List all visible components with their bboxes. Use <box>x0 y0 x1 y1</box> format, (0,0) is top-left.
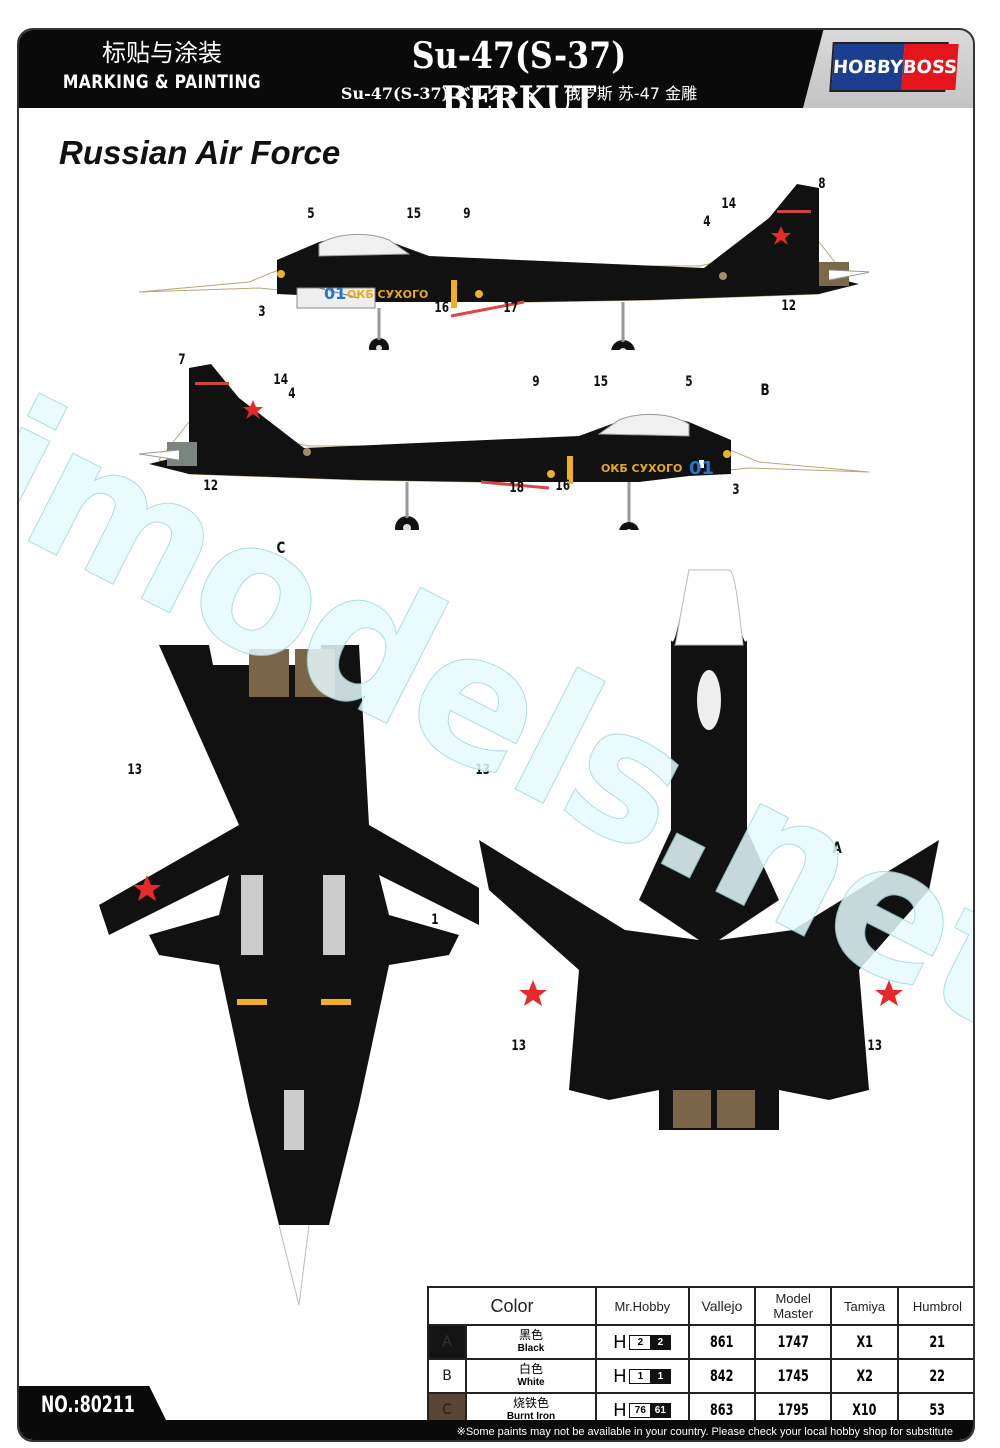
hobbyboss-logo: HOBBY BOSS <box>829 42 959 92</box>
section-title: 标贴与涂装 MARKING & PAINTING <box>37 38 287 96</box>
model-name-cn: 俄罗斯 苏-47 金雕 <box>564 84 698 103</box>
callout-9: 9 <box>463 206 471 222</box>
callout-5: 5 <box>685 374 693 390</box>
kit-number: NO.:80211 <box>41 1393 135 1418</box>
callout-3: 3 <box>732 482 740 498</box>
color-chart-table: Color Mr.Hobby Vallejo Model Master Tami… <box>427 1286 973 1428</box>
callout-C: C <box>276 538 286 557</box>
scheme-title: Russian Air Force <box>59 134 341 171</box>
callout-B: B <box>760 380 770 399</box>
aircraft-top-view <box>99 645 479 1306</box>
callout-13: 13 <box>867 1038 883 1054</box>
callout-4: 4 <box>703 214 711 230</box>
callout-1: 1 <box>431 912 439 928</box>
svg-text:01: 01 <box>689 458 714 479</box>
callout-13: 13 <box>127 762 143 778</box>
title-en: MARKING & PAINTING <box>62 71 262 93</box>
callout-18: 18 <box>509 480 525 496</box>
callout-15: 15 <box>593 374 609 390</box>
callout-13: 13 <box>511 1038 527 1054</box>
aircraft-right-profile: 01 ОКБ СУХОГО <box>139 364 870 530</box>
callout-14: 14 <box>273 372 289 388</box>
callout-9: 9 <box>532 374 540 390</box>
model-name-jp: Su-47(S-37) ベルクート <box>340 84 535 103</box>
callout-13: 13 <box>475 762 491 778</box>
paint-availability-note: ※Some paints may not be available in you… <box>456 1426 953 1438</box>
svg-text:ОКБ СУХОГО: ОКБ СУХОГО <box>601 462 682 475</box>
callout-3: 3 <box>258 304 266 320</box>
kit-number-tab <box>19 1386 167 1422</box>
callout-4: 4 <box>288 386 296 402</box>
svg-text:01: 01 <box>324 284 346 303</box>
callout-A: A <box>832 838 842 857</box>
callout-12: 12 <box>781 298 797 314</box>
callout-15: 15 <box>406 206 422 222</box>
aircraft-bottom-view <box>479 569 939 1130</box>
callout-16: 16 <box>434 300 450 316</box>
callout-5: 5 <box>307 206 315 222</box>
callout-8: 8 <box>818 176 826 192</box>
svg-text:ОКБ СУХОГО: ОКБ СУХОГО <box>347 288 428 301</box>
callout-14: 14 <box>721 196 737 212</box>
model-name: Su-47(S-37) BERKUT <box>411 35 627 121</box>
callout-16: 16 <box>555 478 571 494</box>
title-cn: 标贴与涂装 <box>102 39 222 67</box>
footer-bar: ※Some paints may not be available in you… <box>19 1420 973 1440</box>
callout-17: 17 <box>503 300 519 316</box>
instruction-page: 标贴与涂装 MARKING & PAINTING Su-47(S-37) BER… <box>17 28 975 1442</box>
callout-2: 2 <box>914 880 922 896</box>
model-subtitles: Su-47(S-37) ベルクート 俄罗斯 苏-47 金雕 <box>309 80 729 104</box>
header-bar: 标贴与涂装 MARKING & PAINTING Su-47(S-37) BER… <box>19 30 973 121</box>
callout-12: 12 <box>203 478 219 494</box>
color-table-header: Color Mr.Hobby Vallejo Model Master Tami… <box>427 1286 973 1326</box>
callout-7: 7 <box>178 352 186 368</box>
aircraft-left-profile: 01 ОКБ СУХОГО <box>138 184 869 350</box>
